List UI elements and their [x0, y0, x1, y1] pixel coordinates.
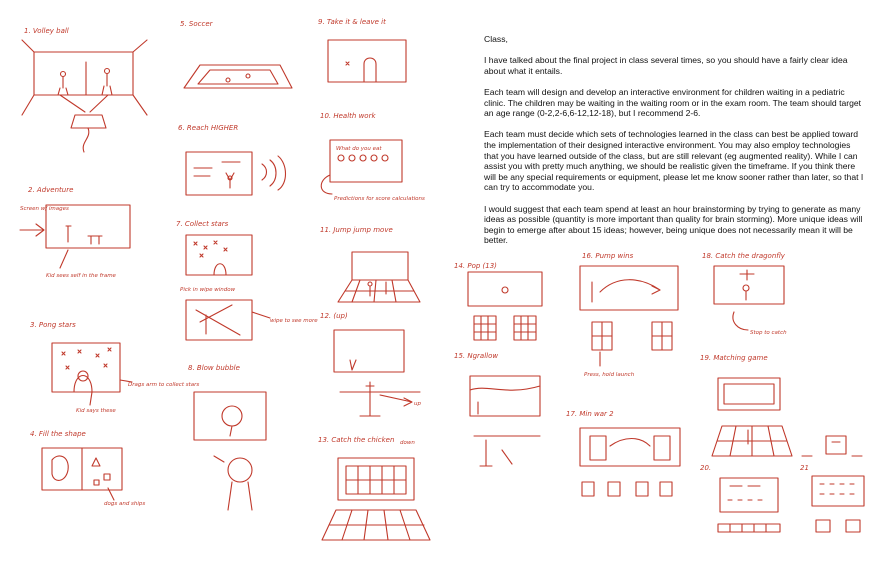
sketch-note-3a: Drags arm to collect stars — [128, 382, 199, 388]
paragraph-4: I would suggest that each team spend at … — [484, 204, 864, 246]
sketch-label-15: 15. Ngrallow — [454, 352, 498, 360]
sketch-18-dragonfly — [714, 266, 784, 330]
sketch-label-14: 14. Pop (13) — [454, 262, 497, 270]
sketch-note-7b: wipe to see more — [270, 318, 318, 324]
sketch-19-matching — [712, 378, 862, 456]
sketch-17-min-war — [580, 428, 680, 496]
sketch-label-5: 5. Soccer — [180, 20, 214, 28]
sketch-note-12a: up — [414, 401, 421, 407]
sketch-5-soccer — [184, 65, 292, 88]
sketch-note-2b: Kid sees self in the frame — [46, 273, 117, 279]
sketch-label-7: 7. Collect stars — [176, 220, 229, 228]
sketch-note-10b: Predictions for score calculations — [334, 196, 425, 202]
sketch-label-6: 6. Reach HIGHER — [178, 124, 238, 132]
sketch-label-12: 12. (up) — [320, 312, 348, 320]
paragraph-2: Each team will design and develop an int… — [484, 87, 864, 119]
greeting: Class, — [484, 34, 864, 45]
sketch-14-pop — [468, 272, 542, 340]
sketch-note-3b: Kid says these — [76, 408, 116, 414]
sketch-label-17: 17. Min war 2 — [566, 410, 614, 418]
sketch-label-8: 8. Blow bubble — [188, 364, 240, 372]
sketch-label-3: 3. Pong stars — [30, 321, 76, 329]
sketch-label-11: 11. Jump jump move — [320, 226, 393, 234]
sketch-label-20: 20. — [700, 464, 711, 472]
sketch-11-jump-move — [338, 252, 420, 302]
sketch-13-catch-chicken — [322, 458, 430, 540]
sketch-8-blow-bubble — [194, 392, 266, 510]
sketch-label-10: 10. Health work — [320, 112, 376, 120]
paragraph-1: I have talked about the final project in… — [484, 55, 864, 76]
assignment-text: Class, I have talked about the final pro… — [484, 34, 864, 256]
sketch-note-2a: Screen w/ images — [20, 206, 69, 212]
sketch-label-2: 2. Adventure — [28, 186, 73, 194]
sketch-label-21: 21 — [800, 464, 809, 472]
sketch-note-13a: down — [400, 440, 415, 446]
sketch-note-16a: Press, hold launch — [584, 372, 635, 378]
sketch-9-take-leave — [328, 40, 406, 82]
sketch-note-4a: dogs and ships — [104, 501, 145, 507]
sketch-label-9: 9. Take it & leave it — [318, 18, 386, 26]
sketch-label-4: 4. Fill the shape — [30, 430, 86, 438]
sketch-label-1: 1. Volley ball — [24, 27, 69, 35]
sketch-3-pong-stars — [52, 343, 132, 405]
sketch-15-ngrallow — [470, 376, 540, 466]
sketch-21-grid — [812, 476, 864, 532]
sketch-6-reach-higher — [186, 152, 286, 195]
sketch-1-volleyball — [22, 40, 147, 152]
sketch-4-fill-shape — [42, 448, 122, 500]
sketch-20-numbers — [718, 478, 780, 532]
sketch-label-19: 19. Matching game — [700, 354, 768, 362]
paragraph-3: Each team must decide which sets of tech… — [484, 129, 864, 193]
sketch-12-up — [334, 330, 420, 416]
sketch-2-adventure — [20, 205, 130, 268]
sketch-note-10a: What do you eat — [336, 146, 382, 152]
sketch-label-13: 13. Catch the chicken — [318, 436, 394, 444]
sketch-note-18a: Stop to catch — [750, 330, 787, 336]
sketch-note-7a: Pick in wipe window — [180, 287, 236, 293]
sketch-16-pump — [580, 266, 678, 366]
